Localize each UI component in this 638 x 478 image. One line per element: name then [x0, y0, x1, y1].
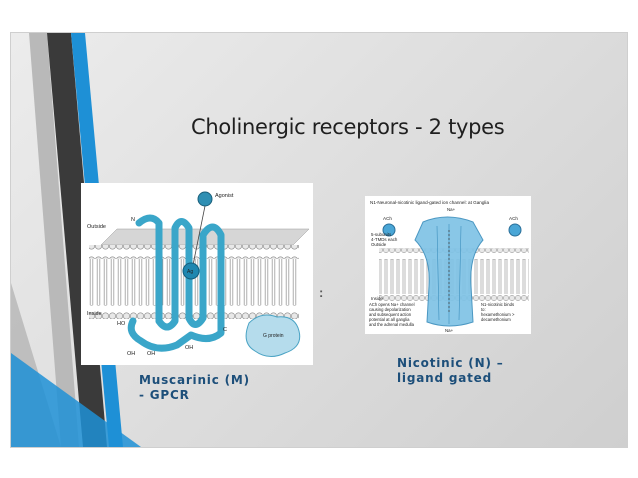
blue-wedge	[11, 353, 141, 447]
label-outside: Outside	[87, 224, 106, 230]
label-inside: Inside	[87, 311, 102, 317]
label-ach-left: ACh	[383, 216, 392, 221]
gpcr-receptor	[127, 214, 225, 352]
label-agonist: Agonist	[215, 193, 234, 199]
label-subunits: 5-subunits	[371, 232, 392, 237]
ach-molecule-right	[508, 223, 522, 237]
agonist-ligand	[197, 191, 213, 207]
agonist-pointer	[192, 205, 206, 266]
slide-title: Cholinergic receptors - 2 types	[191, 115, 505, 139]
label-n-terminus: N	[131, 217, 135, 223]
label-oh-2: OH	[147, 351, 155, 357]
ach-molecule-left	[382, 223, 396, 237]
label-right-note-4: decamethonium	[481, 317, 511, 322]
separator-mark: :	[319, 285, 324, 300]
label-g-protein: G protein	[263, 333, 284, 339]
label-outside: Outside	[371, 242, 387, 247]
label-c-terminus: C	[223, 327, 227, 333]
muscarinic-caption-line-2: - GPCR	[139, 388, 190, 402]
label-title: N1-Neuronal-nicotinic ligand-gated ion c…	[370, 200, 489, 205]
label-left-note-3: and subsequent action	[369, 312, 412, 317]
muscarinic-caption-line-1: Muscarinic (M)	[139, 373, 250, 387]
label-ag: Ag	[187, 269, 193, 275]
label-left-note-4: potential at all ganglia	[369, 317, 410, 322]
nicotinic-caption: Nicotinic (N) – ligand gated	[397, 356, 504, 386]
label-left-note-1: ACh opens Na+ channel	[369, 302, 415, 307]
label-ach-right: ACh	[509, 216, 518, 221]
membrane-upper-heads	[89, 245, 299, 259]
label-right-note-1: N1-nicotinic binds	[481, 302, 514, 307]
label-na-top: Na+	[447, 207, 456, 212]
receptor-loop-2	[185, 223, 225, 328]
label-inside: Inside	[371, 296, 383, 301]
membrane-bilayer	[89, 228, 310, 319]
ag-binding-site	[182, 262, 200, 280]
muscarinic-diagram: Agonist Outside Inside N Ag C HO OH OH O…	[87, 191, 310, 357]
label-tmds: 4-TMDs each	[371, 237, 398, 242]
label-oh-1: OH	[127, 351, 135, 357]
gray-stripe	[29, 33, 79, 447]
slide: Cholinergic receptors - 2 types	[10, 32, 628, 448]
label-oh-3: OH	[185, 345, 193, 351]
label-ho: HO	[117, 321, 126, 327]
receptor-loop-1	[155, 218, 193, 331]
label-left-note-2: causing depolarization	[369, 307, 411, 312]
nicotinic-caption-line-2: ligand gated	[397, 371, 492, 385]
muscarinic-caption: Muscarinic (M) - GPCR	[139, 373, 250, 403]
label-right-note-3: hexamethonium >	[481, 312, 515, 317]
label-right-note-2: to:	[481, 307, 486, 312]
receptor-cytoplasmic-tail	[127, 307, 225, 352]
muscarinic-figure: Agonist Outside Inside N Ag C HO OH OH O…	[81, 183, 313, 365]
g-protein-shape	[245, 314, 301, 357]
label-na-bottom: Na+	[445, 328, 454, 333]
nicotinic-caption-line-1: Nicotinic (N) –	[397, 356, 504, 370]
receptor-n-terminus	[135, 214, 163, 325]
label-left-note-5: and the adrenal medulla	[369, 322, 415, 327]
nicotinic-figure: N1-Neuronal-nicotinic ligand-gated ion c…	[365, 196, 531, 334]
membrane-lower-heads	[89, 305, 299, 319]
nicotinic-diagram: N1-Neuronal-nicotinic ligand-gated ion c…	[369, 200, 529, 333]
